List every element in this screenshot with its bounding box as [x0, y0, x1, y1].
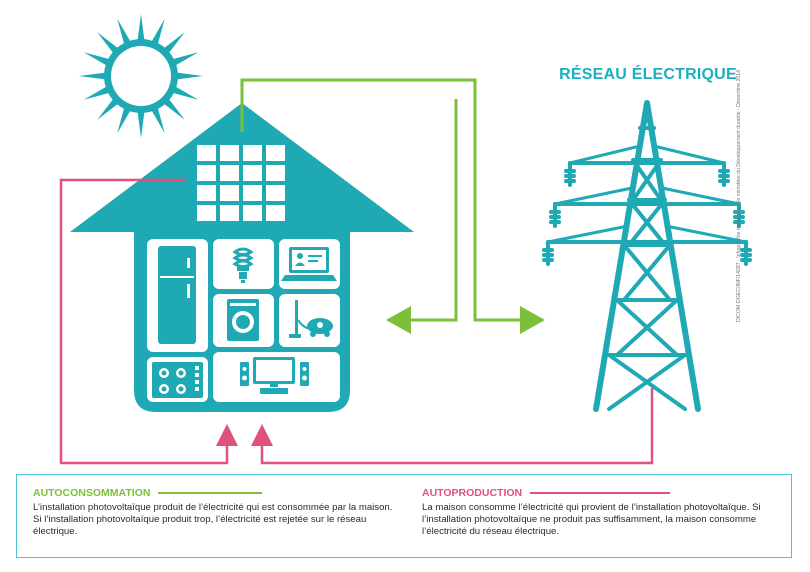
washing-machine-icon	[227, 299, 259, 341]
solar-panel-icon	[197, 145, 285, 221]
fridge-icon	[158, 246, 196, 344]
autoconsommation-flow	[240, 78, 545, 334]
arrow-to-house-icon	[386, 306, 411, 334]
legend-autoconsommation: AUTOCONSOMMATION L’installation photovol…	[33, 487, 398, 538]
pylon-icon	[542, 100, 752, 412]
legend-autoconsommation-title: AUTOCONSOMMATION	[33, 487, 151, 499]
arrow-pink-left-icon	[216, 424, 238, 446]
legend-autoproduction: AUTOPRODUCTION La maison consomme l’élec…	[422, 487, 787, 538]
arrow-pink-right-icon	[251, 424, 273, 446]
laptop-icon	[281, 247, 337, 281]
sun-icon	[79, 14, 203, 138]
legend-autoproduction-title: AUTOPRODUCTION	[422, 487, 523, 499]
vacuum-cleaner-icon	[289, 300, 333, 338]
tv-icon	[240, 357, 309, 394]
credit-text: DICOM-DGEC/INF/14287 - Infographie réali…	[736, 69, 742, 322]
legend-autoconsommation-text: L’installation photovoltaïque produit de…	[33, 502, 393, 537]
legend-green-line	[158, 492, 263, 494]
light-bulb-icon	[232, 247, 254, 283]
grid-title: RÉSEAU ÉLECTRIQUE	[559, 66, 737, 83]
autoproduction-flow	[59, 178, 654, 465]
legend-autoproduction-text: La maison consomme l’électricité qui pro…	[422, 502, 761, 537]
legend-pink-line	[530, 492, 671, 494]
legend-box: AUTOCONSOMMATION L’installation photovol…	[16, 474, 792, 558]
stove-icon	[152, 362, 203, 398]
arrow-to-grid-icon	[520, 306, 545, 334]
